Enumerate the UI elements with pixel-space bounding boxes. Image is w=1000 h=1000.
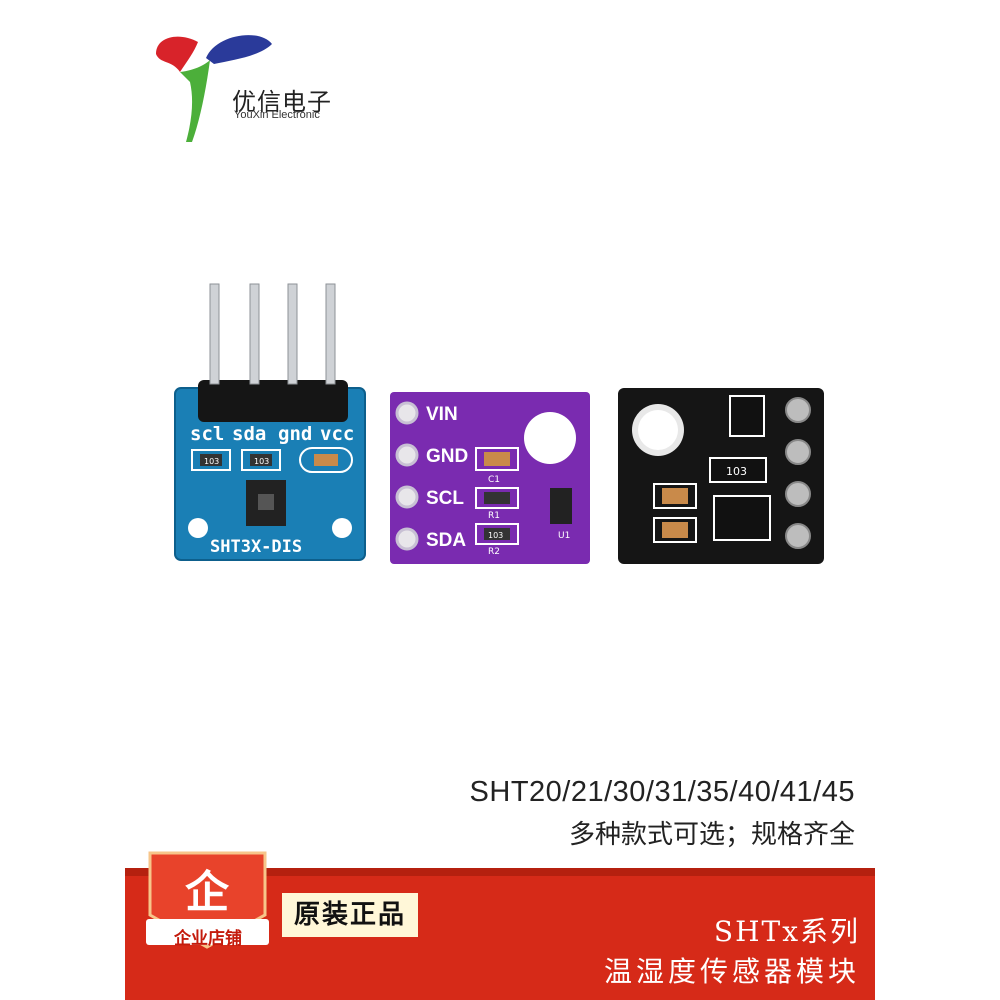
pin-label: vcc [320, 423, 354, 445]
banner-stripe [125, 868, 875, 876]
genuine-label: 原装正品 [282, 893, 419, 937]
pin-label: sda [232, 423, 266, 445]
logo-stem [180, 60, 210, 142]
options-text: 多种款式可选；规格齐全 [568, 820, 855, 850]
black-module: 103 [618, 388, 824, 564]
svg-text:R2: R2 [488, 547, 500, 557]
svg-text:R1: R1 [488, 511, 500, 521]
pin-label: SDA [426, 530, 466, 551]
brand-logo [156, 35, 272, 142]
pin-label: gnd [278, 423, 312, 445]
enterprise-store-badge: 企 [146, 851, 269, 949]
svg-text:103: 103 [488, 531, 503, 540]
model-list: SHT20/21/30/31/35/40/41/45 [469, 776, 855, 808]
svg-text:C1: C1 [488, 475, 500, 485]
resistor-label: 103 [204, 457, 219, 466]
pin-label: SCL [426, 488, 464, 509]
resistor-label: 103 [254, 457, 269, 466]
logo-right-leaf [206, 35, 272, 64]
store-badge-icon: 企 [185, 867, 230, 918]
resistor-label: 103 [726, 465, 747, 478]
purple-module: VIN GND SCL SDA C1 R1 103 R2 U1 [390, 392, 590, 564]
product-image: scl sda gnd vcc 103 103 SHT3X-DIS VIN GN [174, 283, 824, 564]
series-title: SHTx系列 [713, 915, 860, 948]
header-pins [209, 283, 336, 385]
pin-label: scl [190, 423, 224, 445]
pin-header [198, 380, 348, 422]
logo-left-leaf [156, 36, 198, 72]
brand-name-en: YouXin Electronic [234, 109, 320, 121]
pin-label: GND [426, 446, 468, 467]
badge-text: 企业店铺 [174, 929, 242, 949]
pin-label: VIN [426, 404, 458, 425]
series-subtitle: 温湿度传感器模块 [603, 955, 860, 988]
brand-name-cn: 优信电子 [232, 88, 332, 116]
module-label: SHT3X-DIS [210, 537, 302, 557]
blue-module: scl sda gnd vcc 103 103 SHT3X-DIS [174, 283, 366, 561]
svg-text:U1: U1 [558, 531, 570, 541]
